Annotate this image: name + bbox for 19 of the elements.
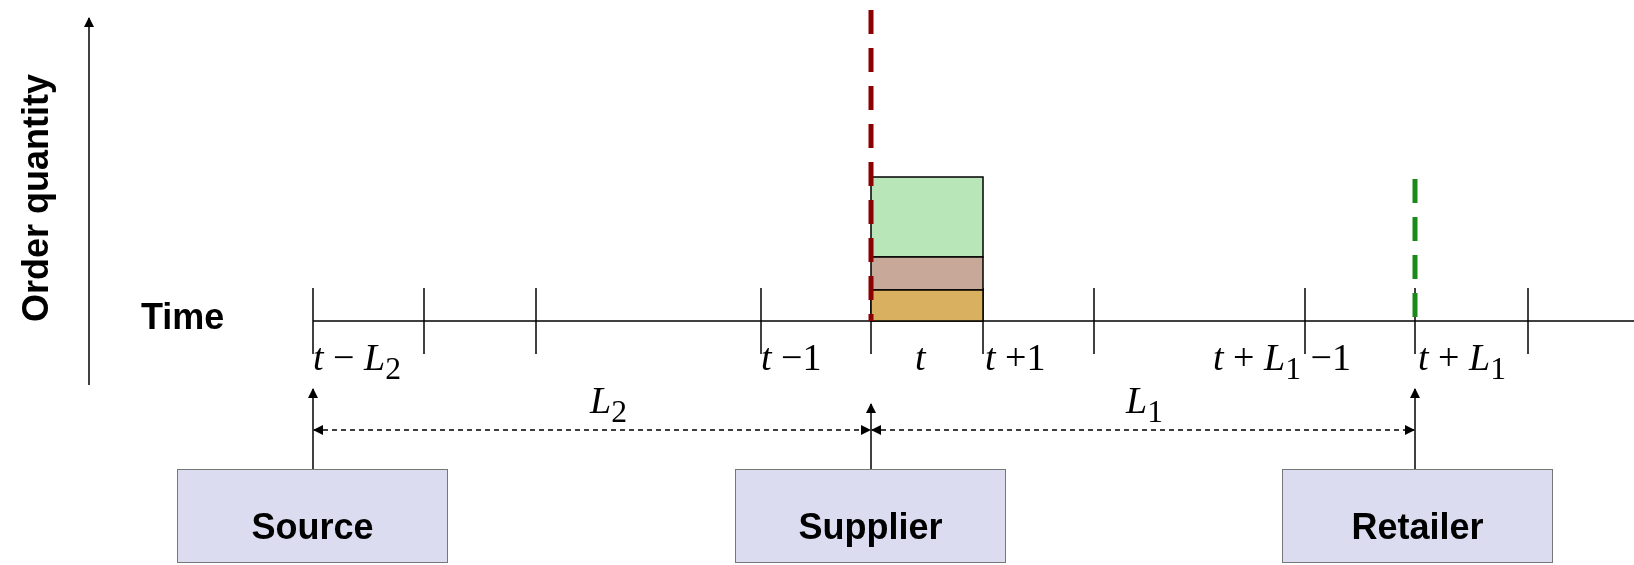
arrow (1410, 388, 1420, 470)
tick-label: t (915, 335, 926, 379)
dimension-label: L$_{2}$ (590, 378, 627, 430)
arrow (866, 403, 876, 470)
arrow (308, 388, 318, 470)
tick-label: t + L$_{1}$ −1 (1213, 335, 1351, 387)
axis-title: Time (141, 296, 225, 338)
entity-box (177, 469, 448, 563)
entity-box (735, 469, 1006, 563)
dimension-label: L$_{1}$ (1126, 378, 1163, 430)
box-label: Retailer (1351, 506, 1484, 548)
tick-label: t − L$_{2}$ (313, 335, 401, 387)
tick-label: t + L$_{1}$ (1418, 335, 1506, 387)
tick-label: t +1 (985, 335, 1046, 379)
tick-label: t −1 (761, 335, 822, 379)
box-label: Supplier (798, 506, 943, 548)
entity-box (1282, 469, 1553, 563)
box-label: Source (251, 506, 374, 548)
axis-title: Order quantity (15, 74, 57, 322)
